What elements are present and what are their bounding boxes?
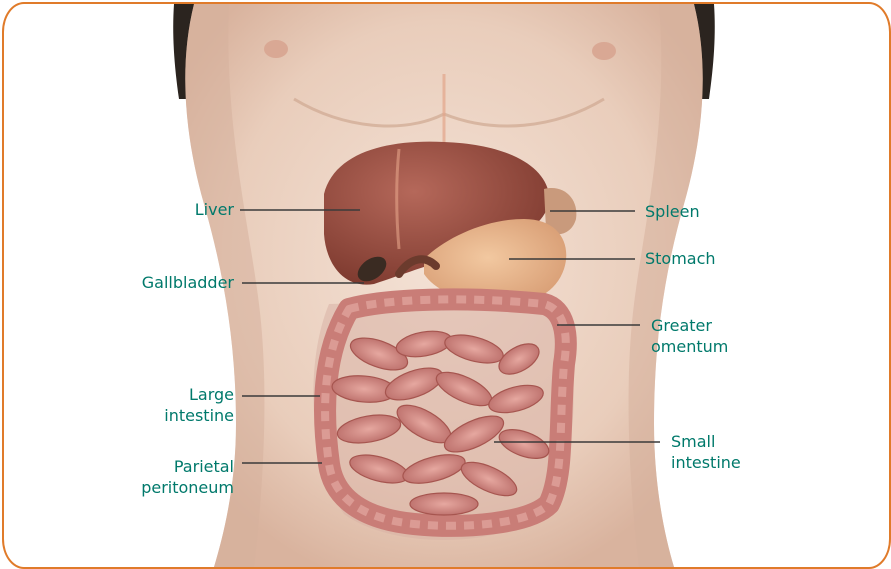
label-greater-omentum: Greater omentum xyxy=(651,315,781,357)
label-liver: Liver xyxy=(154,199,234,220)
label-parietal-peritoneum: Parietal peritoneum xyxy=(104,456,234,498)
label-large-intestine: Large intestine xyxy=(124,384,234,426)
label-gallbladder: Gallbladder xyxy=(104,272,234,293)
nipple-left xyxy=(264,40,288,58)
nipple-right xyxy=(592,42,616,60)
label-small-intestine: Small intestine xyxy=(671,431,791,473)
label-stomach: Stomach xyxy=(645,248,765,269)
label-spleen: Spleen xyxy=(645,201,765,222)
